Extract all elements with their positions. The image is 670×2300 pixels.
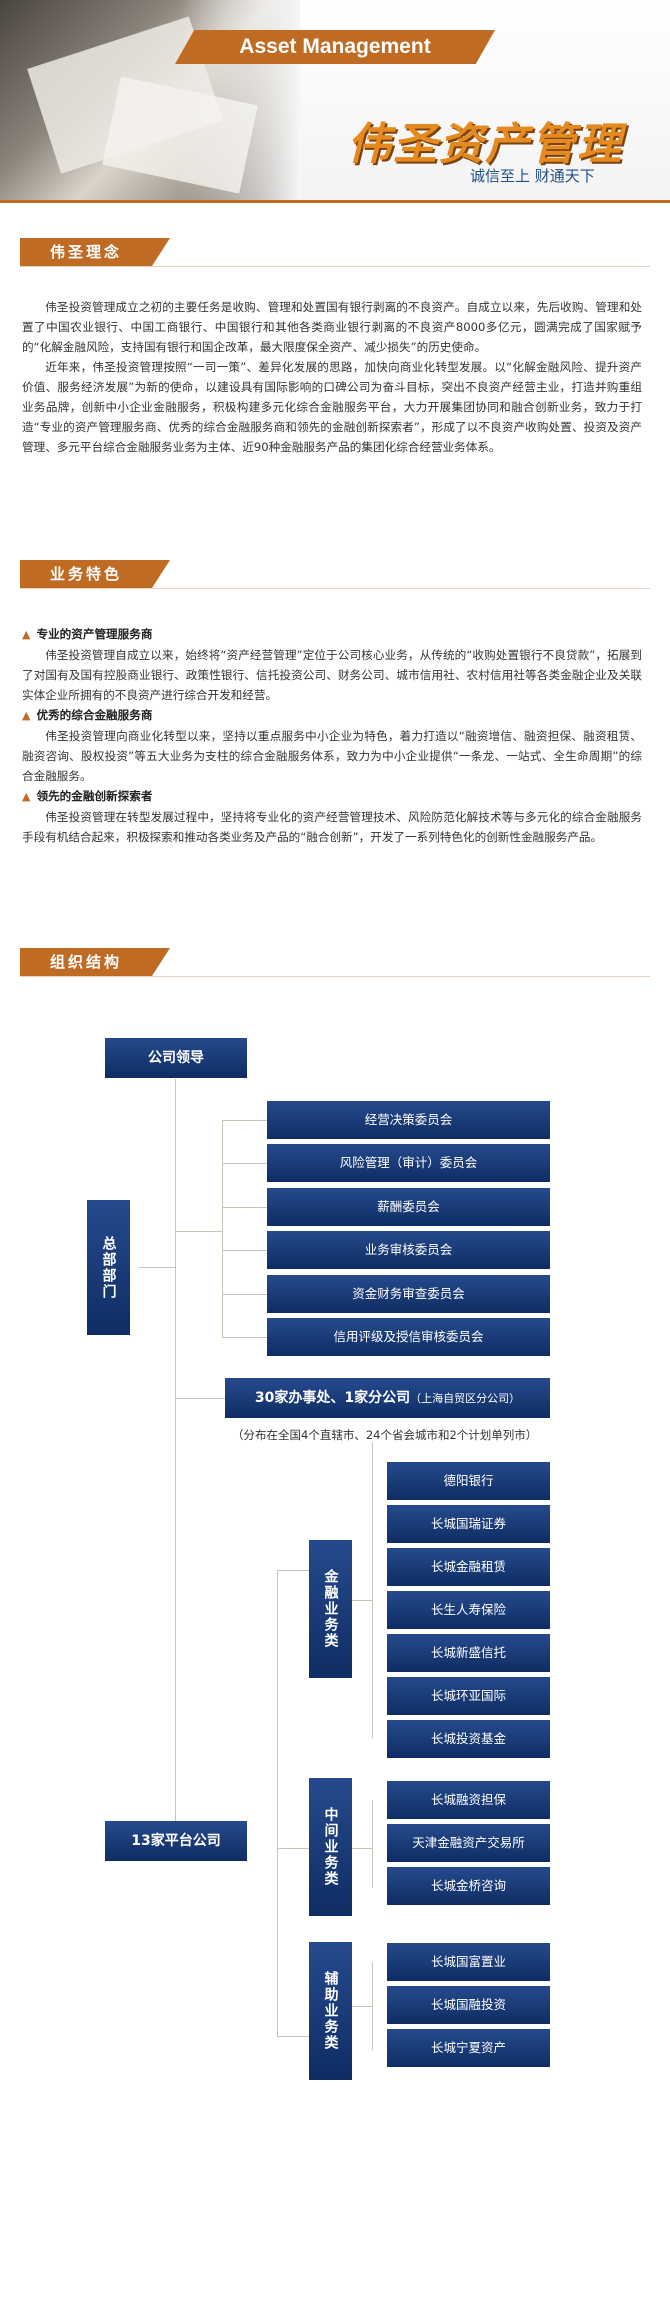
- org-company-box: 长城投资基金: [387, 1720, 550, 1758]
- org-group-finance: 金融业务类: [309, 1540, 352, 1678]
- feature-body: 伟圣投资管理向商业化转型以来，坚持以重点服务中小企业为特色，着力打造以“融资增信…: [22, 729, 642, 783]
- feature-body: 伟圣投资管理在转型发展过程中，坚持将专业化的资产经营管理技术、风险防范化解技术等…: [22, 810, 642, 844]
- org-company-box: 天津金融资产交易所: [387, 1824, 550, 1862]
- org-committee-box: 风险管理（审计）委员会: [267, 1144, 550, 1182]
- feature-title: ▲领先的金融创新探索者: [22, 789, 153, 803]
- org-company-box: 长城金桥咨询: [387, 1867, 550, 1905]
- org-leadership-box: 公司领导: [105, 1038, 247, 1078]
- banner-title-bar: Asset Management: [175, 30, 495, 64]
- org-committee-box: 业务审核委员会: [267, 1231, 550, 1269]
- brand-logo-text: 伟圣资产管理: [347, 119, 623, 170]
- philosophy-text: 伟圣投资管理成立之初的主要任务是收购、管理和处置国有银行剥离的不良资产。自成立以…: [22, 297, 642, 457]
- section-heading-philosophy: 伟圣理念: [20, 238, 170, 266]
- triangle-icon: ▲: [22, 709, 31, 722]
- feature-title: ▲优秀的综合金融服务商: [22, 708, 153, 722]
- org-hq-box: 总部部门: [87, 1200, 130, 1335]
- org-platform-box: 13家平台公司: [105, 1821, 247, 1861]
- section-heading-org: 组织结构: [20, 948, 170, 976]
- org-committee-box: 资金财务审查委员会: [267, 1275, 550, 1313]
- org-committee-box: 经营决策委员会: [267, 1101, 550, 1139]
- org-group-auxiliary: 辅助业务类: [309, 1942, 352, 2080]
- org-company-box: 长城国融投资: [387, 1986, 550, 2024]
- org-company-box: 长城宁夏资产: [387, 2029, 550, 2067]
- header-banner: Asset Management 伟圣资产管理 诚信至上 财通天下: [0, 0, 670, 200]
- philosophy-paragraph: 伟圣投资管理成立之初的主要任务是收购、管理和处置国有银行剥离的不良资产。自成立以…: [22, 300, 642, 354]
- org-group-intermediary: 中间业务类: [309, 1778, 352, 1916]
- triangle-icon: ▲: [22, 790, 31, 803]
- features-list: ▲专业的资产管理服务商 伟圣投资管理自成立以来，始终将“资产经营管理”定位于公司…: [22, 624, 642, 847]
- org-company-box: 长城国瑞证券: [387, 1505, 550, 1543]
- org-company-box: 长城环亚国际: [387, 1677, 550, 1715]
- org-company-box: 德阳银行: [387, 1462, 550, 1500]
- org-company-box: 长城融资担保: [387, 1781, 550, 1819]
- philosophy-paragraph: 近年来，伟圣投资管理按照“一司一策”、差异化发展的思路，加快向商业化转型发展。以…: [22, 360, 642, 454]
- org-company-box: 长生人寿保险: [387, 1591, 550, 1629]
- org-committee-box: 薪酬委员会: [267, 1188, 550, 1226]
- org-company-box: 长城新盛信托: [387, 1634, 550, 1672]
- org-offices-note: （分布在全国4个直辖市、24个省会城市和2个计划单列市）: [232, 1428, 538, 1442]
- org-offices-box: 30家办事处、1家分公司（上海自贸区分公司）: [225, 1378, 550, 1418]
- feature-body: 伟圣投资管理自成立以来，始终将“资产经营管理”定位于公司核心业务，从传统的“收购…: [22, 648, 642, 702]
- banner-divider: [0, 200, 670, 203]
- org-committee-box: 信用评级及授信审核委员会: [267, 1318, 550, 1356]
- org-company-box: 长城国富置业: [387, 1943, 550, 1981]
- triangle-icon: ▲: [22, 628, 31, 641]
- slogan: 诚信至上 财通天下: [470, 167, 595, 185]
- banner-title-en: Asset Management: [239, 35, 431, 58]
- section-heading-features: 业务特色: [20, 560, 170, 588]
- feature-title: ▲专业的资产管理服务商: [22, 627, 153, 641]
- org-company-box: 长城金融租赁: [387, 1548, 550, 1586]
